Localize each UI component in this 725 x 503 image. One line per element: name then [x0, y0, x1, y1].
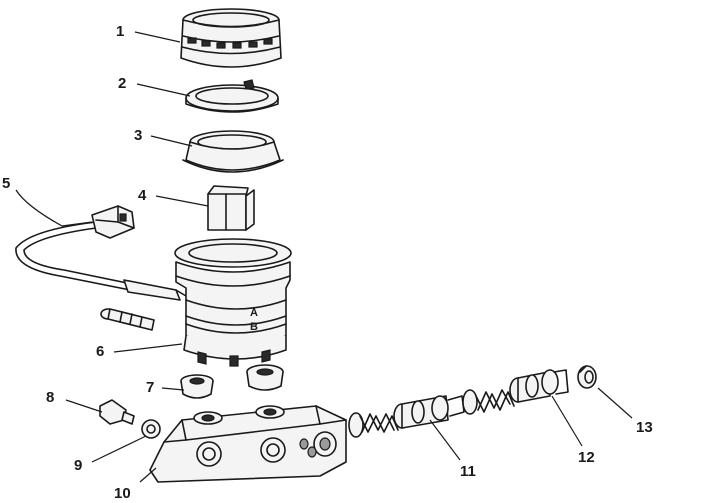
- callout-11: 11: [460, 463, 476, 480]
- reservoir-mark-a: A: [250, 307, 258, 319]
- callout-12: 12: [578, 449, 595, 466]
- reservoir-mark-b: B: [250, 321, 258, 333]
- callout-numbers: 1 2 3 4 5 6 7 8 9 10 11 12 13: [2, 23, 653, 502]
- callout-6: 6: [96, 343, 104, 360]
- part-4-float: [207, 185, 255, 231]
- part-2-retaining-ring: [185, 79, 279, 113]
- part-10-master-cylinder-body: [149, 405, 347, 483]
- callout-10: 10: [114, 485, 131, 502]
- callout-4: 4: [138, 187, 147, 204]
- part-12-secondary-piston: [462, 369, 569, 415]
- callout-9: 9: [74, 457, 82, 474]
- part-5-level-sensor-cable: [15, 205, 187, 301]
- part-11-primary-piston: [348, 395, 465, 438]
- part-1-reservoir-cap: [180, 8, 282, 68]
- part-9-sealing-washer: [141, 419, 161, 439]
- callout-5: 5: [2, 175, 10, 192]
- callout-2: 2: [118, 75, 126, 92]
- callout-7: 7: [146, 379, 154, 396]
- part-8-stop-bolt: [99, 399, 135, 425]
- callout-3: 3: [134, 127, 142, 144]
- part-6-fluid-reservoir: A B: [100, 238, 292, 367]
- callout-8: 8: [46, 389, 54, 406]
- callout-1: 1: [116, 23, 124, 40]
- part-13-circlip: [577, 365, 597, 389]
- part-3-diaphragm-seal: [182, 130, 284, 173]
- callout-13: 13: [636, 419, 653, 436]
- part-7-grommets: [180, 364, 284, 399]
- leader-lines: [15, 31, 633, 483]
